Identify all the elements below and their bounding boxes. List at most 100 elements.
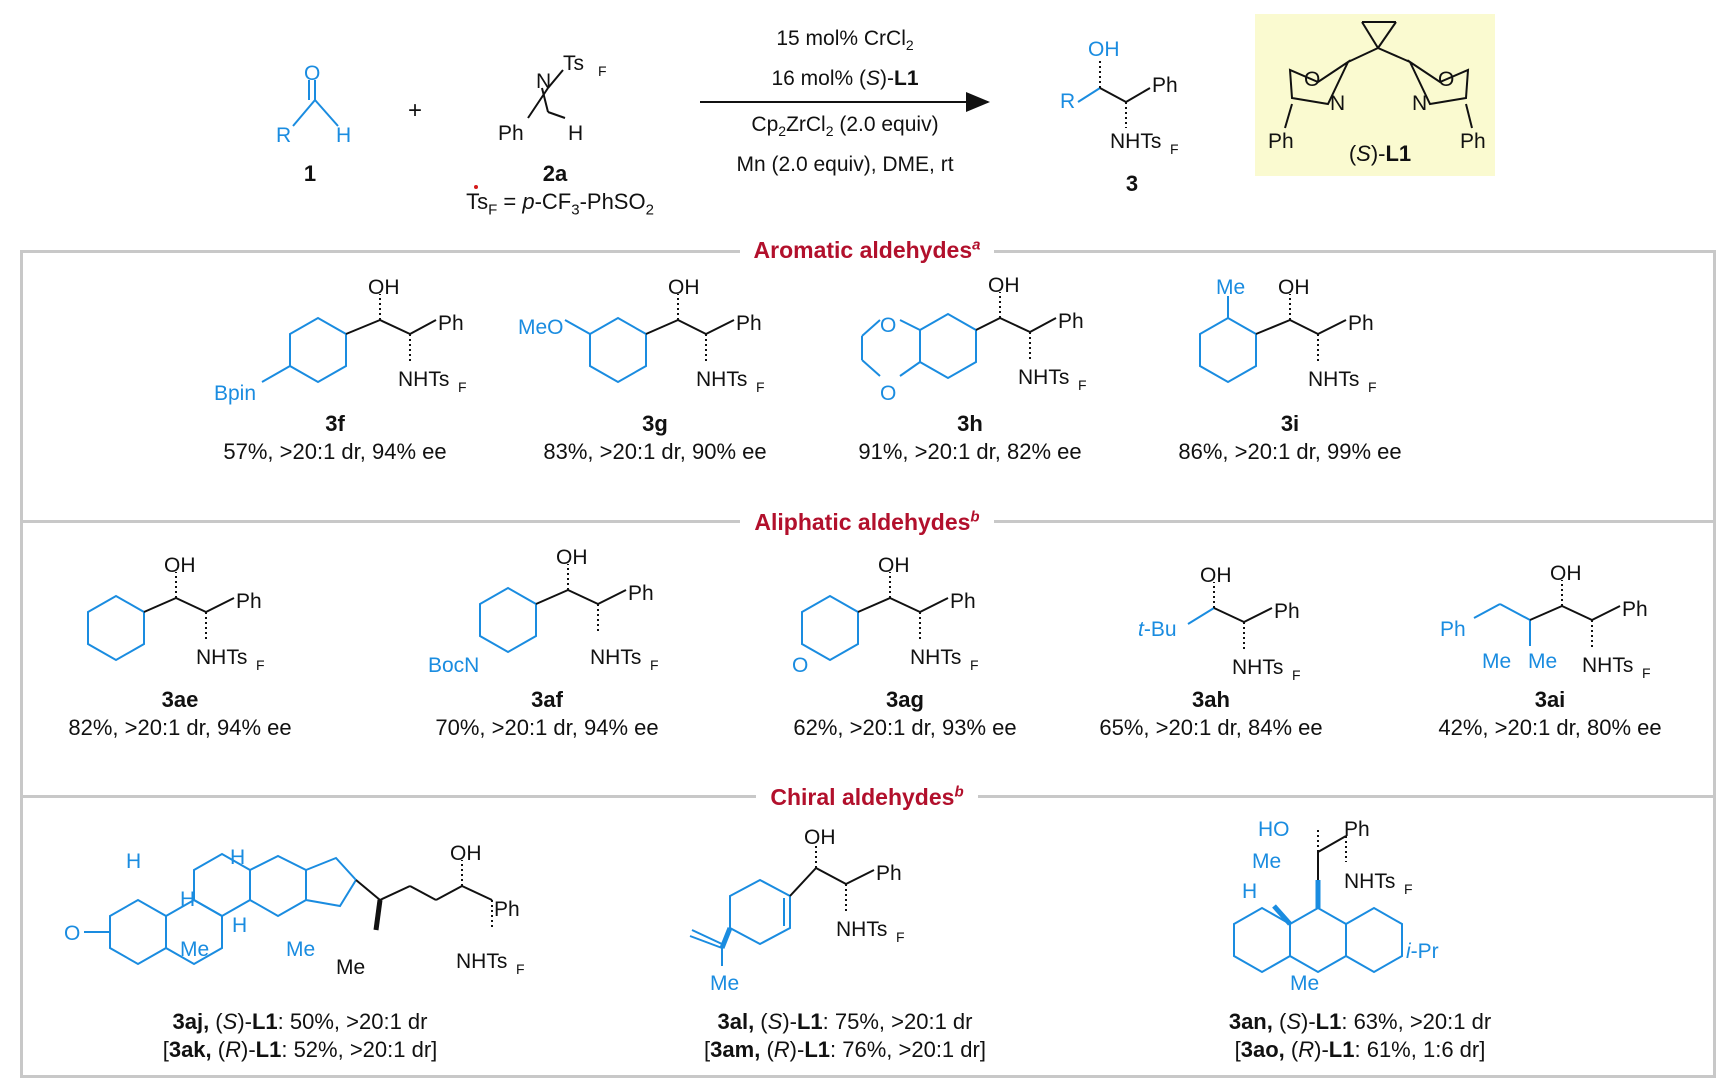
atom-nhts-3ae: NHTs [196, 646, 247, 669]
atom-r-3: R [1060, 90, 1075, 113]
atom-ph-3ai-left: Ph [1440, 618, 1466, 641]
atom-me-3aj-b: Me [286, 938, 315, 961]
conditions-above-arrow: 15 mol% CrCl2 16 mol% (S)-L1 [771, 27, 919, 91]
atom-nhts-3ag: NHTs [910, 646, 961, 669]
atom-me-3ai-b: Me [1528, 650, 1557, 673]
atom-ho-3an: HO [1258, 818, 1290, 841]
atom-oh-3i: OH [1278, 276, 1310, 299]
atom-nhts-3g: NHTs [696, 368, 747, 391]
atom-nhts-3h: NHTs [1018, 366, 1069, 389]
ligand-label: (S)-L1 [1348, 141, 1412, 166]
atom-nhts-3an: NHTs [1344, 870, 1395, 893]
atom-ipr-3an: i-Pr [1406, 940, 1439, 963]
atom-nhts-3: NHTs [1110, 130, 1161, 153]
product-3ai-structure [1473, 580, 1621, 648]
atom-ph-l1-right: Ph [1460, 130, 1486, 153]
atom-nhts-3ai: NHTs [1582, 654, 1633, 677]
atom-me-3al: Me [710, 972, 739, 995]
atom-oh-3ai: OH [1550, 562, 1582, 585]
atom-o-l1-right: O [1438, 68, 1454, 91]
section-title-aromatic: Aromatic aldehydesa [0, 236, 1734, 264]
atom-bocn-3af: BocN [428, 654, 479, 677]
atom-nhtsf-3al: F [896, 929, 905, 945]
atom-ph-3af: Ph [628, 582, 654, 605]
atom-oh-3ah: OH [1200, 564, 1232, 587]
atom-me-3ai-a: Me [1482, 650, 1511, 673]
atom-oh-3af: OH [556, 546, 588, 569]
atom-h-3aj-d: H [232, 914, 247, 937]
atom-oh-3f: OH [368, 276, 400, 299]
atom-oh-3: OH [1088, 38, 1120, 61]
product-3g-structure [564, 294, 735, 384]
atom-h-3aj-c: H [180, 888, 195, 911]
atom-r-1: R [276, 124, 291, 147]
atom-nhtsf-3g: F [756, 379, 765, 395]
atom-o-3h-bottom: O [880, 382, 896, 405]
atom-nhts-3i: NHTs [1308, 368, 1359, 391]
atom-o-1: O [304, 62, 320, 85]
section-title-aliphatic: Aliphatic aldehydesb [0, 508, 1734, 536]
atom-ph-3ah: Ph [1274, 600, 1300, 623]
atom-me-3i: Me [1216, 276, 1245, 299]
atom-ph-l1-left: Ph [1268, 130, 1294, 153]
atom-nhtsf-3ah: F [1292, 667, 1301, 683]
atom-ph-3: Ph [1152, 74, 1178, 97]
atom-n-l1-right: N [1412, 92, 1427, 115]
atom-nhtsf-3ae: F [256, 657, 265, 673]
atom-nhts-3f: NHTs [398, 368, 449, 391]
atom-bpin-3f: Bpin [214, 382, 256, 405]
atom-o-l1-left: O [1304, 68, 1320, 91]
atom-me-3an-a: Me [1252, 850, 1281, 873]
atom-nhts-3al: NHTs [836, 918, 887, 941]
atom-oh-3h: OH [988, 274, 1020, 297]
atom-ph-3f: Ph [438, 312, 464, 335]
atom-nhtsf-3aj: F [516, 961, 525, 977]
product-3aj-label: 3aj, (S)-L1: 50%, >20:1 dr [3ak, (R)-L1:… [162, 1009, 438, 1062]
tsf-definition: TsF = p-CF3-PhSO2 [466, 189, 654, 219]
plus-sign: + [408, 97, 422, 124]
product-3aj-structure [84, 852, 493, 966]
atom-ph-2a: Ph [498, 122, 524, 145]
atom-ph-3ai: Ph [1622, 598, 1648, 621]
atom-me-3aj-c: Me [336, 956, 365, 979]
product-3ae-structure [87, 572, 235, 662]
atom-nhtsf-3h: F [1078, 377, 1087, 393]
atom-oh-3g: OH [668, 276, 700, 299]
product-3al-structure [689, 844, 875, 966]
atom-tbu-3ah: t-Bu [1138, 618, 1177, 641]
compound-id-2a: 2a [542, 161, 568, 186]
atom-ph-3i: Ph [1348, 312, 1374, 335]
ligand-l1-structure [1284, 21, 1473, 129]
product-3f-structure [261, 294, 437, 384]
atom-ph-3ae: Ph [236, 590, 262, 613]
atom-ph-3aj: Ph [494, 898, 520, 921]
atom-h-1: H [336, 124, 351, 147]
product-3af-structure [479, 564, 627, 654]
atom-oh-3aj: OH [450, 842, 482, 865]
atom-nhtsf-3af: F [650, 657, 659, 673]
product-3ah-structure [1187, 582, 1273, 650]
atom-ph-3g: Ph [736, 312, 762, 335]
atom-nhts-3ah: NHTs [1232, 656, 1283, 679]
atom-me-3an-b: Me [1290, 972, 1319, 995]
atom-ph-3h: Ph [1058, 310, 1084, 333]
atom-n-l1-left: N [1330, 92, 1345, 115]
section-title-chiral: Chiral aldehydesb [0, 783, 1734, 811]
atom-nhts-3af: NHTs [590, 646, 641, 669]
atom-oh-3ae: OH [164, 554, 196, 577]
atom-oh-3al: OH [804, 826, 836, 849]
product-3an-label: 3an, (S)-L1: 63%, >20:1 dr [3ao, (R)-L1:… [1228, 1009, 1492, 1062]
atom-ph-3ag: Ph [950, 590, 976, 613]
atom-nhtsf-3f: F [458, 379, 467, 395]
atom-h-3aj-a: H [126, 850, 141, 873]
product-3al-label: 3al, (S)-L1: 75%, >20:1 dr [3am, (R)-L1:… [704, 1009, 986, 1062]
atom-ts-2a: Ts [563, 52, 584, 75]
compound-id-3: 3 [1125, 171, 1139, 196]
